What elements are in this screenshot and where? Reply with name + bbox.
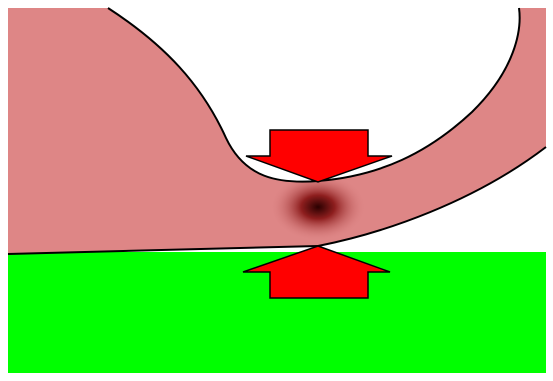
down-arrow-icon xyxy=(245,129,393,183)
pressure-spot xyxy=(270,173,366,241)
pink-body xyxy=(8,8,546,254)
contact-boundary-line xyxy=(7,245,319,255)
up-arrow-icon xyxy=(242,245,391,299)
pink-body-outline-bottom xyxy=(317,146,547,247)
